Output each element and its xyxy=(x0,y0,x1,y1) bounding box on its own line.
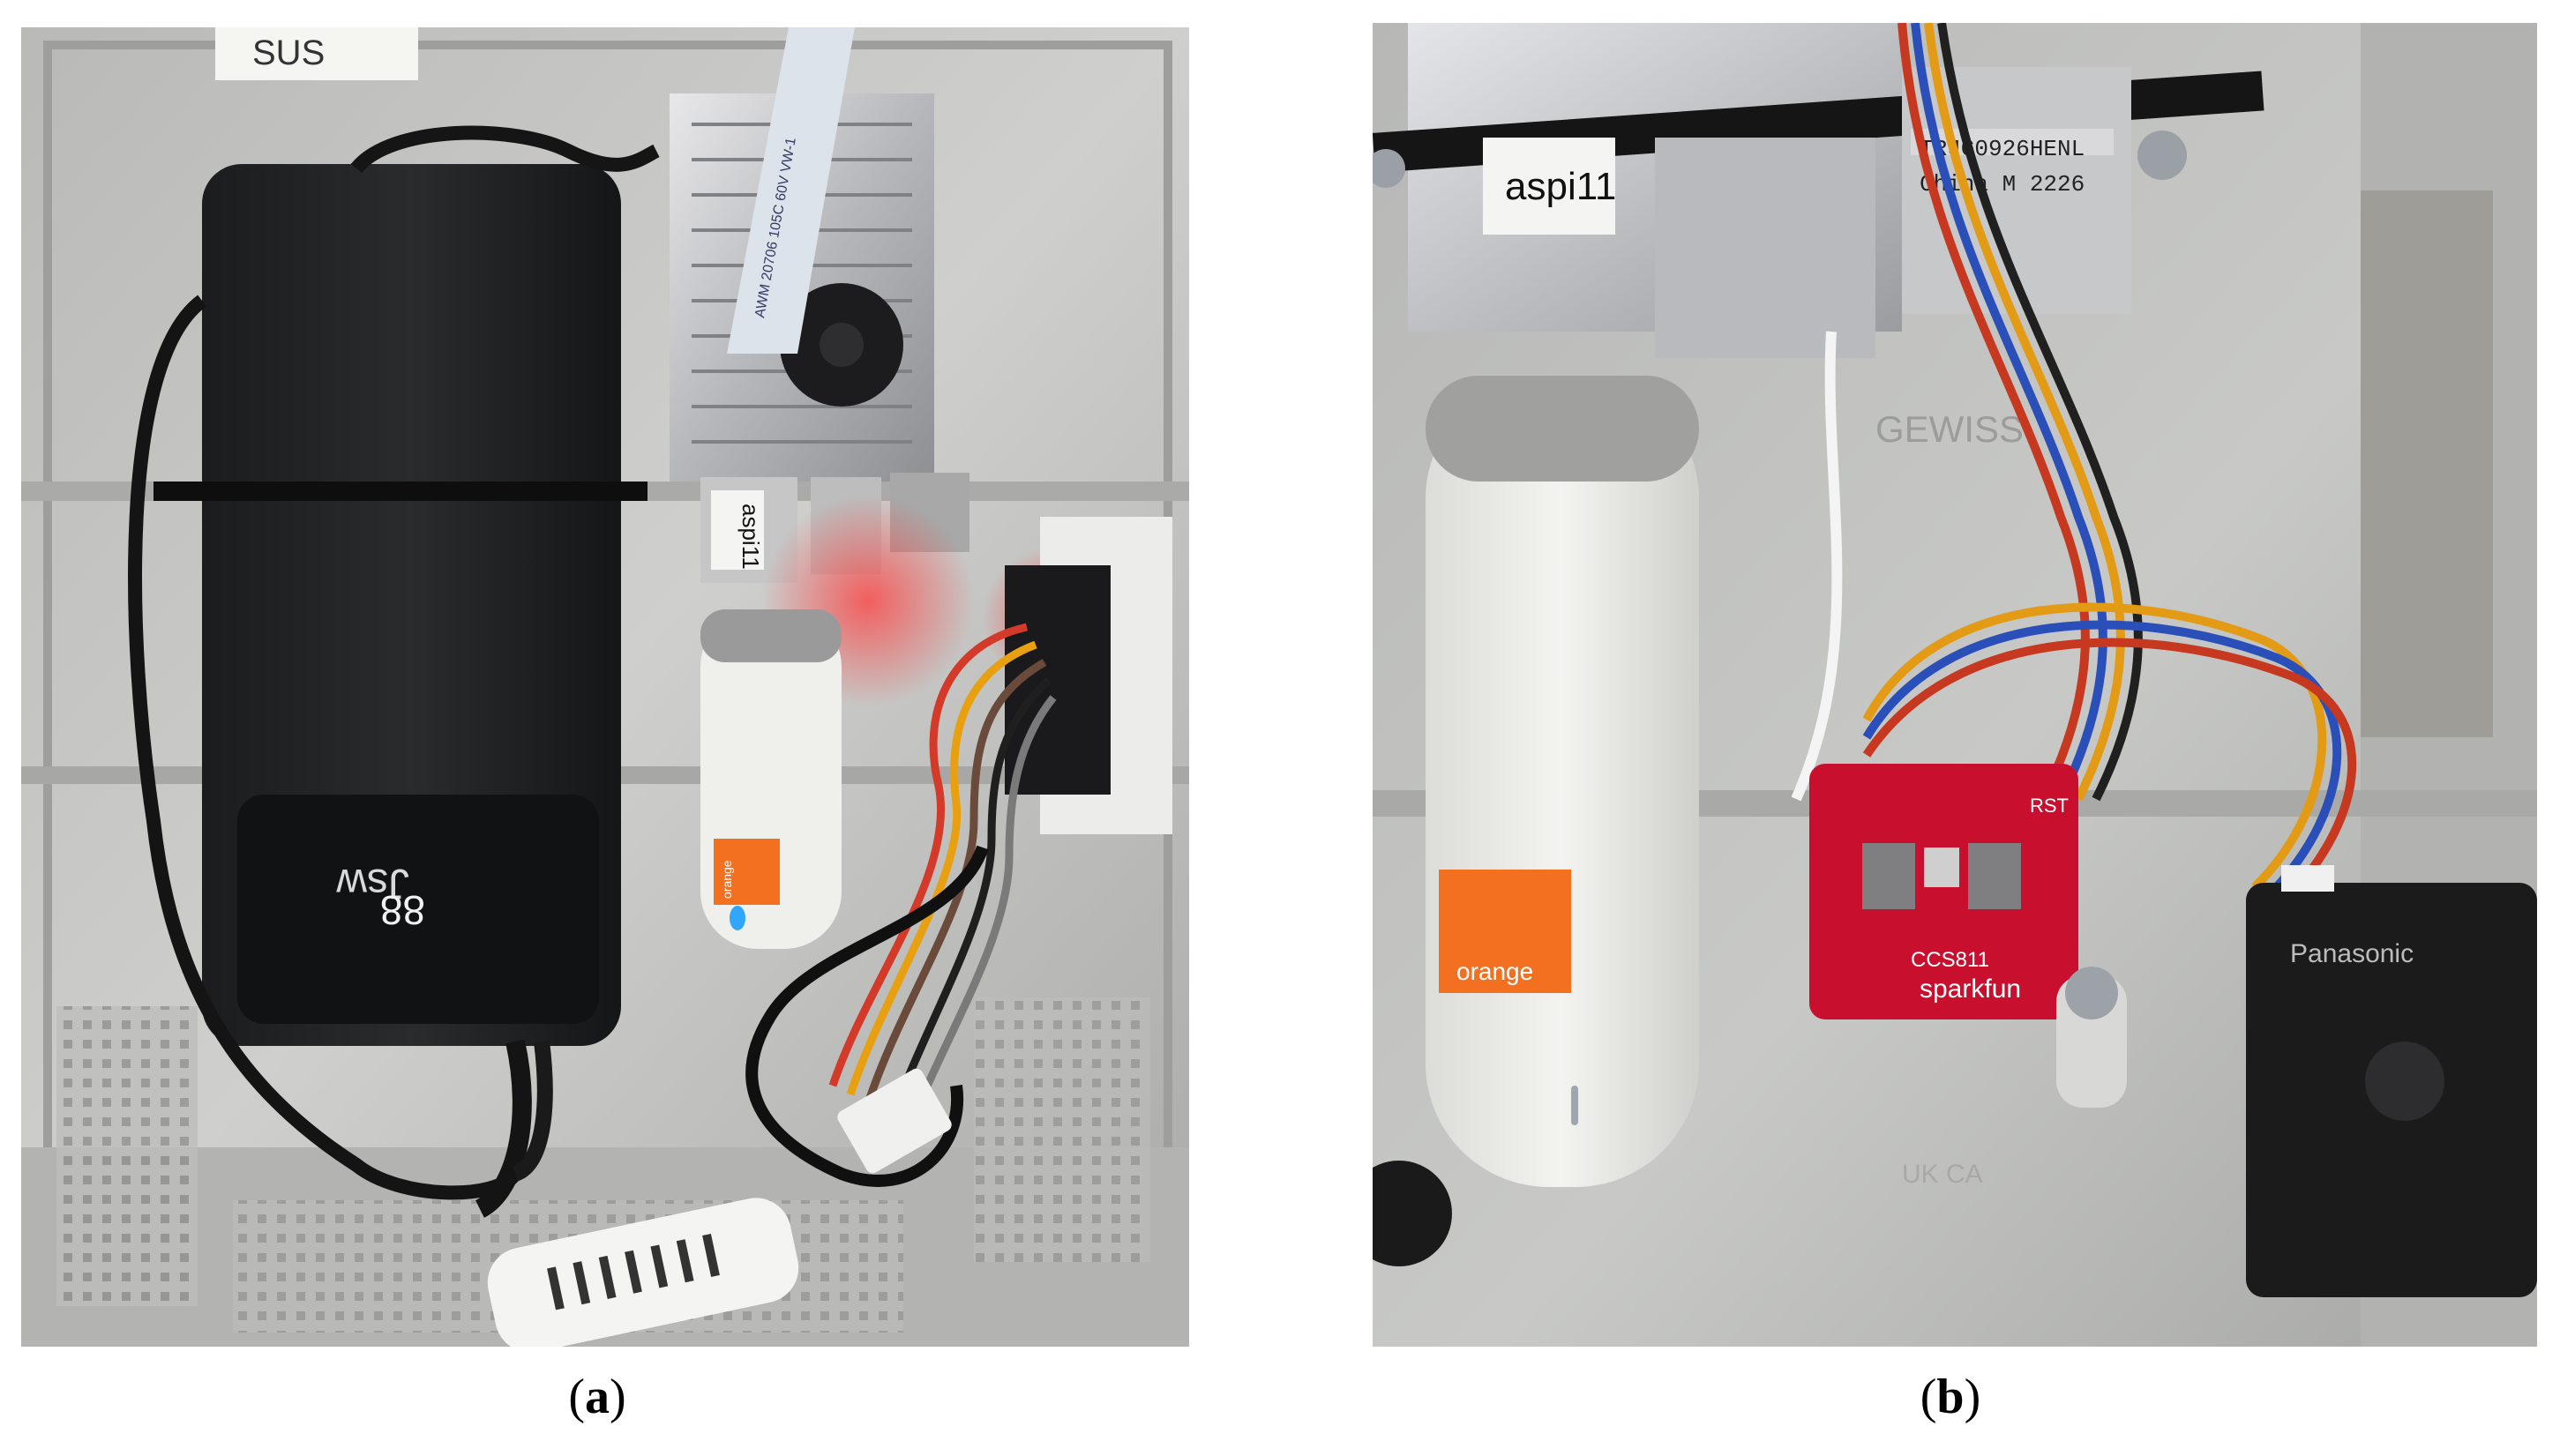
ribbon-cable xyxy=(727,27,855,354)
figure-caption-b: (b) xyxy=(1920,1370,1981,1424)
battery-level-display: 88 xyxy=(380,887,425,933)
enclosure-photo-a: SUS Jsw 88 AWM 20706 105C 60V VW-1 xyxy=(21,27,1189,1347)
air-quality-sensor-board xyxy=(1809,764,2078,1019)
modem-brand-text: orange xyxy=(1456,958,1533,985)
usb-modem xyxy=(1426,376,1699,1187)
dust-sensor-brand: Panasonic xyxy=(2290,939,2414,968)
photo-panel-b: aspi11 TRJG0926HENL China M 2226 GEWISS … xyxy=(1373,23,2537,1347)
pi-name-tag-text: aspi11 xyxy=(737,504,764,570)
temperature-humidity-sensor-small xyxy=(837,1068,952,1174)
box-logo-text: GEWISS xyxy=(1875,408,2024,450)
modem-brand-text: orange xyxy=(720,860,734,899)
screw xyxy=(2137,131,2187,180)
box-tag-label xyxy=(215,27,418,80)
figure-caption-a: (a) xyxy=(568,1370,626,1424)
sensor-model-text: CCS811 xyxy=(1911,948,1989,972)
photo-panel-a: SUS Jsw 88 AWM 20706 105C 60V VW-1 xyxy=(21,27,1189,1347)
box-tag-text: SUS xyxy=(252,34,325,72)
temperature-humidity-sensor-housing xyxy=(487,1198,799,1347)
sensor-pin-label: RST xyxy=(2030,795,2069,817)
modem-orange-logo xyxy=(714,839,780,905)
sensor-brand-text: sparkfun xyxy=(1920,974,2021,1004)
power-bank-logo: Jsw xyxy=(336,860,409,907)
pi-name-tag xyxy=(1483,138,1615,235)
pi-name-tag-text: aspi11 xyxy=(1505,165,1616,208)
pi-name-tag xyxy=(711,490,764,570)
modem-orange-logo xyxy=(1439,870,1571,993)
enclosure-photo-b: aspi11 TRJG0926HENL China M 2226 GEWISS … xyxy=(1373,23,2537,1347)
box-marking-text: UK CA xyxy=(1902,1160,1983,1189)
